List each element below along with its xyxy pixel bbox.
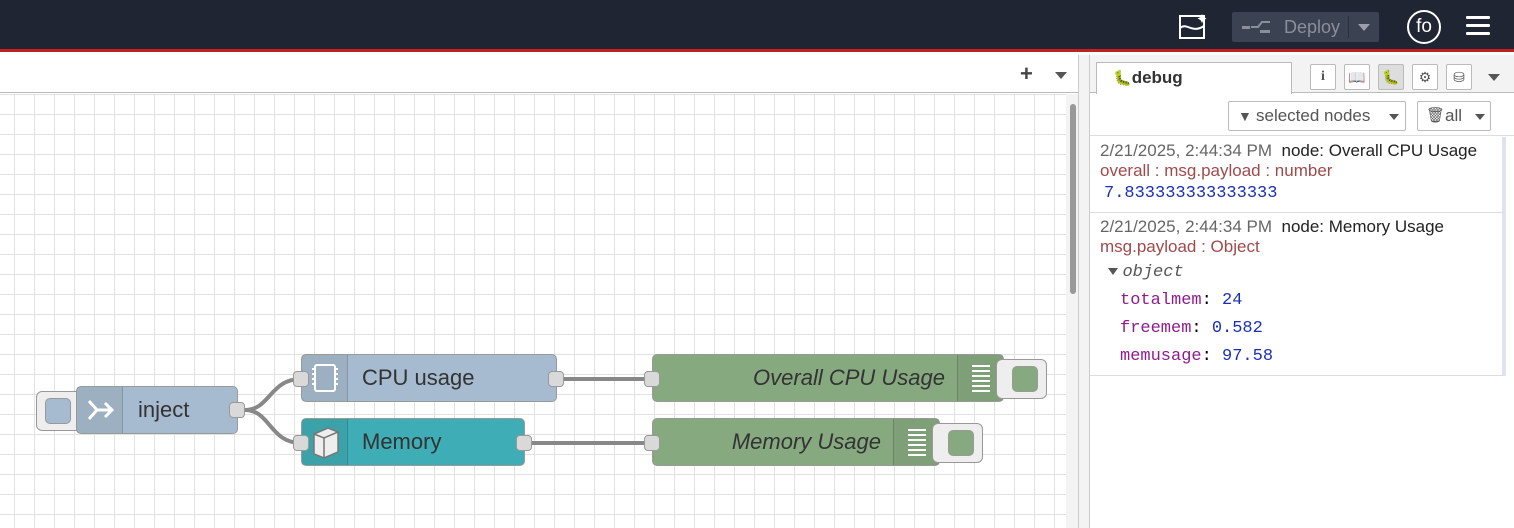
wires [244,377,652,445]
clear-chevron-icon [1475,114,1485,120]
property-key: freemem [1120,319,1192,338]
memory-usage-input-port[interactable] [644,435,660,451]
debug-list-icon [908,429,926,456]
message-value[interactable]: 7.833333333333333 [1104,184,1278,203]
memory-box-icon [313,427,339,459]
deploy-label: Deploy [1284,17,1341,37]
object-type-label: object [1122,263,1184,282]
property-key: memusage [1120,347,1202,366]
node-red-logo-icon[interactable] [1178,12,1210,42]
memory-usage-debug-label: Memory Usage [731,429,881,454]
inject-node[interactable]: inject [76,386,238,434]
bug-icon: 🐛 [1113,70,1132,87]
debug-filter-bar: ▼ selected nodes 🗑 all [1090,94,1514,136]
flow-canvas[interactable]: inject CPU usage Memory [0,94,1066,528]
header-bar: Deploy fo [0,0,1514,52]
property-value: 0.582 [1211,319,1263,338]
filter-label: selected nodes [1256,106,1371,125]
config-gear-icon[interactable]: ⚙ [1412,64,1438,90]
message-timestamp: 2/21/2025, 2:44:34 PM [1100,141,1273,160]
overall-cpu-input-port[interactable] [644,371,660,387]
sidebar-resize-handle[interactable] [1078,55,1090,528]
filter-chevron-icon [1389,114,1399,120]
overall-cpu-debug-label: Overall CPU Usage [753,365,945,390]
object-property: totalmem: 24 [1120,291,1243,310]
cpu-output-port[interactable] [548,371,564,387]
tab-debug[interactable]: 🐛debug [1096,62,1292,94]
deploy-separator [1348,16,1349,38]
memory-node[interactable]: Memory [301,418,525,466]
message-node-name[interactable]: Overall CPU Usage [1328,141,1478,160]
inject-arrow-icon [87,400,115,420]
memory-usage-debug-node[interactable]: Memory Usage [652,418,940,466]
tab-debug-label: debug [1131,68,1183,87]
message-topic: overall : msg.payload : number [1100,161,1333,180]
property-value: 97.58 [1222,347,1274,366]
workspace: + inject [0,55,1078,528]
canvas-vertical-scrollbar[interactable] [1066,94,1078,528]
clear-label: all [1445,106,1463,125]
memory-input-port[interactable] [293,435,309,451]
message-timestamp: 2/21/2025, 2:44:34 PM [1100,217,1273,236]
debug-list-icon [972,365,990,392]
info-icon[interactable]: i [1310,64,1336,90]
message-meta: 2/21/2025, 2:44:34 PM node: Memory Usage [1100,217,1444,237]
trash-icon: 🗑 [1426,107,1446,124]
overall-cpu-debug-node[interactable]: Overall CPU Usage [652,354,1004,402]
user-avatar[interactable]: fo [1407,10,1441,44]
overall-cpu-debug-toggle[interactable] [996,359,1047,399]
cpu-usage-node[interactable]: CPU usage [301,354,557,402]
workspace-tab-bar: + [0,55,1078,93]
inject-output-port[interactable] [229,402,245,418]
debug-message: 2/21/2025, 2:44:34 PM node: Overall CPU … [1090,137,1506,213]
chevron-down-icon [1108,268,1118,276]
help-book-icon[interactable]: 📖 [1344,64,1370,90]
filter-funnel-icon: ▼ [1238,108,1252,124]
debug-bug-icon[interactable]: 🐛 [1378,64,1404,90]
sidebar-menu-chevron-icon[interactable] [1488,74,1500,81]
memory-node-label: Memory [362,429,442,454]
deploy-button[interactable]: Deploy [1232,12,1379,42]
cpu-input-port[interactable] [293,371,309,387]
sidebar: 🐛debug i 📖 🐛 ⚙ ⛁ ▼ selected nodes 🗑 all … [1090,55,1514,528]
flow-list-chevron-icon[interactable] [1055,72,1067,79]
object-expander[interactable]: object [1108,263,1184,282]
property-value: 24 [1222,291,1243,310]
memory-output-port[interactable] [516,435,532,451]
debug-message: 2/21/2025, 2:44:34 PM node: Memory Usage… [1090,213,1506,376]
main-menu-icon[interactable] [1466,16,1490,36]
property-key: totalmem [1120,291,1202,310]
cpu-chip-icon [312,364,338,392]
message-node-prefix: node: [1281,217,1329,236]
deploy-menu-chevron-icon[interactable] [1358,24,1370,31]
message-node-prefix: node: [1281,141,1329,160]
object-property: freemem: 0.582 [1120,319,1263,338]
deploy-icon [1242,21,1270,33]
inject-trigger-button[interactable] [36,391,86,431]
clear-all-button[interactable]: 🗑 all [1417,101,1491,131]
message-meta: 2/21/2025, 2:44:34 PM node: Overall CPU … [1100,141,1477,161]
object-property: memusage: 97.58 [1120,347,1274,366]
cpu-usage-node-label: CPU usage [362,365,475,390]
message-topic: msg.payload : Object [1100,237,1260,256]
filter-selected-nodes-button[interactable]: ▼ selected nodes [1228,101,1406,131]
add-flow-icon[interactable]: + [1020,61,1033,86]
sidebar-tab-bar: 🐛debug i 📖 🐛 ⚙ ⛁ [1090,55,1514,94]
wire-inject-memory [244,408,302,445]
inject-node-label: inject [138,397,190,422]
context-database-icon[interactable]: ⛁ [1446,64,1472,90]
memory-usage-debug-toggle[interactable] [932,423,983,463]
message-node-name[interactable]: Memory Usage [1328,217,1445,236]
